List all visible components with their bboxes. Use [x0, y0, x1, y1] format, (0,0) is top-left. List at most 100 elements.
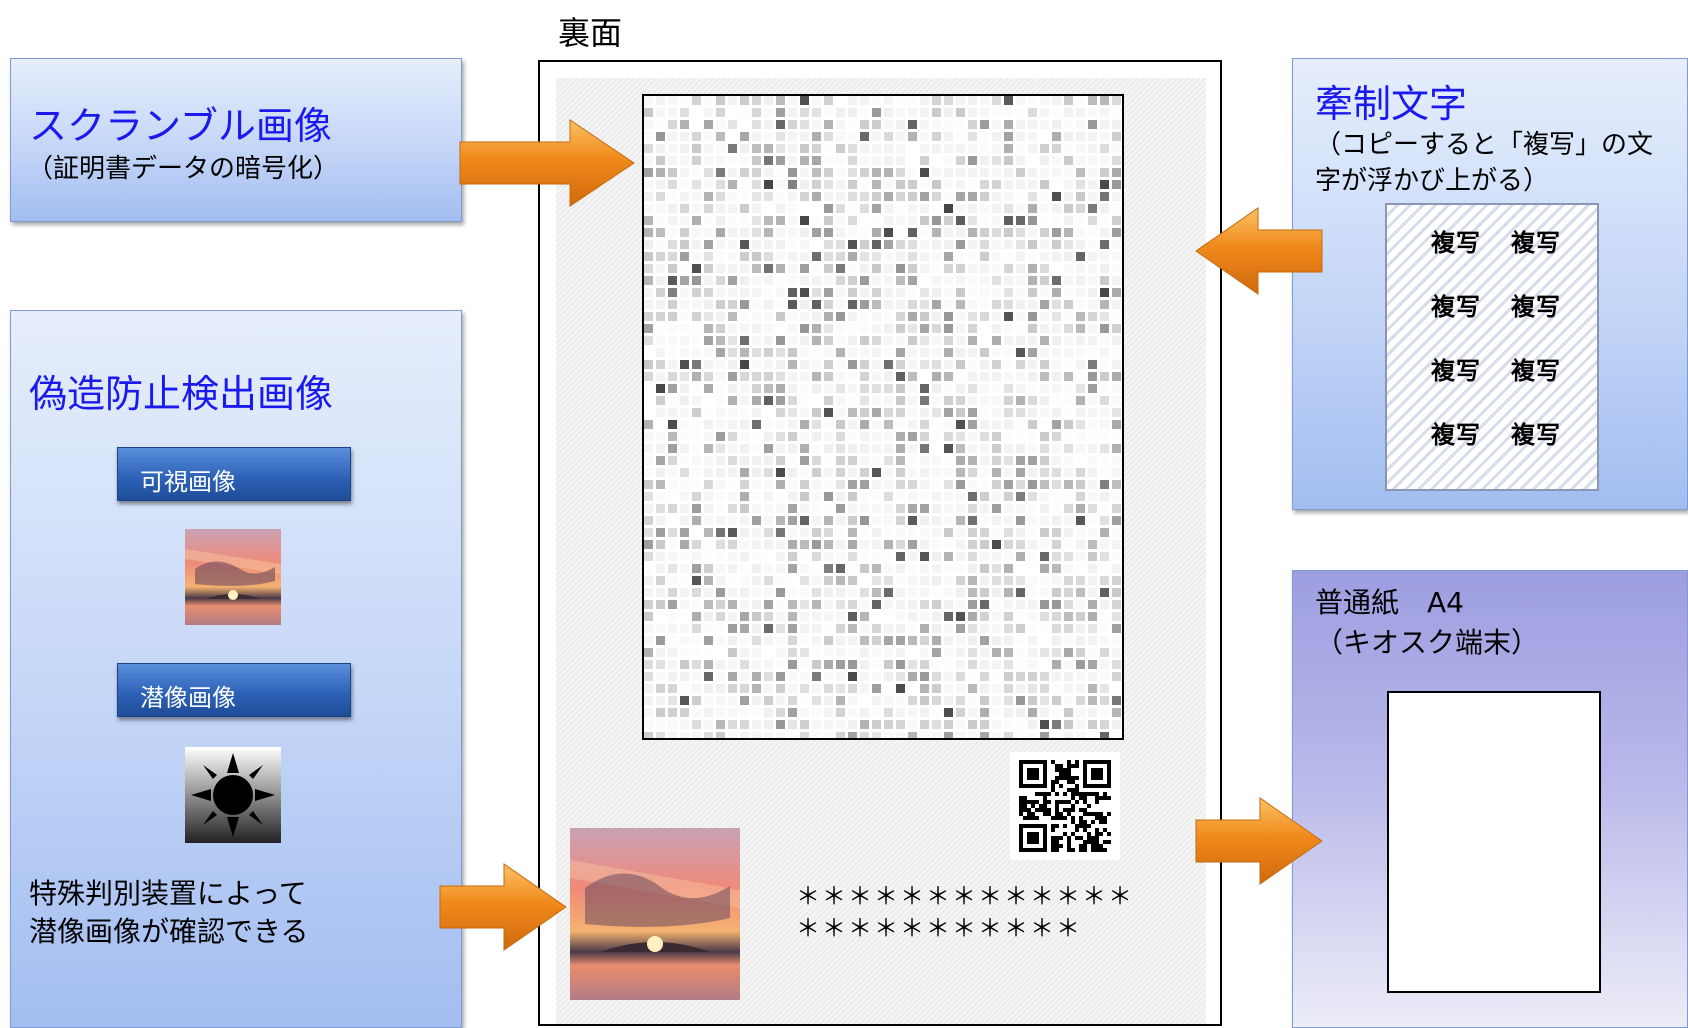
mosaic-cell [1088, 540, 1097, 549]
mosaic-cell [1112, 204, 1121, 213]
mosaic-cell [1064, 168, 1073, 177]
mosaic-cell [1088, 108, 1097, 117]
mosaic-cell [992, 120, 1001, 129]
mosaic-cell [1004, 684, 1013, 693]
mosaic-cell [692, 444, 701, 453]
mosaic-cell [956, 396, 965, 405]
mosaic-cell [1004, 276, 1013, 285]
mosaic-cell [812, 96, 821, 105]
mosaic-cell [872, 228, 881, 237]
mosaic-cell [1088, 624, 1097, 633]
mosaic-cell [944, 528, 953, 537]
qr-module [1059, 768, 1063, 772]
mosaic-cell [776, 96, 785, 105]
mosaic-cell [932, 132, 941, 141]
mosaic-cell [992, 528, 1001, 537]
mosaic-cell [764, 216, 773, 225]
mosaic-cell [680, 252, 689, 261]
mosaic-cell [824, 180, 833, 189]
qr-module [1079, 824, 1083, 828]
mosaic-cell [1052, 732, 1061, 738]
mosaic-cell [1040, 408, 1049, 417]
mosaic-cell [968, 576, 977, 585]
mosaic-cell [1100, 204, 1109, 213]
mosaic-cell [1016, 132, 1025, 141]
mosaic-cell [1004, 300, 1013, 309]
mosaic-cell [668, 612, 677, 621]
mosaic-cell [1076, 588, 1085, 597]
mosaic-cell [1016, 552, 1025, 561]
mosaic-cell [812, 732, 821, 738]
mosaic-cell [752, 108, 761, 117]
mosaic-cell [728, 96, 737, 105]
mosaic-cell [740, 96, 749, 105]
mosaic-cell [1004, 240, 1013, 249]
mosaic-cell [644, 708, 653, 717]
mosaic-cell [1052, 192, 1061, 201]
mosaic-cell [680, 444, 689, 453]
mosaic-cell [1016, 300, 1025, 309]
mosaic-cell [896, 120, 905, 129]
mosaic-cell [692, 720, 701, 729]
qr-module [1099, 796, 1103, 800]
mosaic-cell [884, 732, 893, 738]
mosaic-cell [704, 336, 713, 345]
mosaic-cell [824, 696, 833, 705]
mosaic-cell [692, 324, 701, 333]
mosaic-cell [908, 612, 917, 621]
mosaic-cell [1064, 444, 1073, 453]
mosaic-cell [1112, 240, 1121, 249]
mosaic-cell [908, 372, 917, 381]
mosaic-cell [776, 636, 785, 645]
mosaic-cell [1112, 180, 1121, 189]
mosaic-cell [656, 624, 665, 633]
mosaic-cell [1112, 480, 1121, 489]
mosaic-cell [812, 300, 821, 309]
mosaic-cell [1040, 420, 1049, 429]
mosaic-cell [1052, 588, 1061, 597]
mosaic-cell [1052, 252, 1061, 261]
mosaic-cell [836, 288, 845, 297]
mosaic-cell [764, 180, 773, 189]
mosaic-cell [1016, 528, 1025, 537]
mosaic-cell [1088, 600, 1097, 609]
mosaic-cell [776, 720, 785, 729]
mosaic-cell [836, 624, 845, 633]
mosaic-cell [872, 384, 881, 393]
mosaic-cell [944, 204, 953, 213]
mosaic-cell [1088, 324, 1097, 333]
mosaic-cell [932, 192, 941, 201]
mosaic-cell [644, 204, 653, 213]
mosaic-cell [668, 204, 677, 213]
mosaic-cell [692, 456, 701, 465]
mosaic-cell [704, 264, 713, 273]
mosaic-cell [836, 396, 845, 405]
mosaic-cell [656, 300, 665, 309]
mosaic-cell [1088, 132, 1097, 141]
qr-module [1099, 816, 1103, 820]
qr-module [1083, 824, 1087, 828]
mosaic-cell [932, 372, 941, 381]
mosaic-cell [812, 516, 821, 525]
mosaic-cell [692, 348, 701, 357]
mosaic-cell [1052, 168, 1061, 177]
mosaic-cell [1076, 360, 1085, 369]
mosaic-cell [644, 384, 653, 393]
mosaic-cell [1088, 528, 1097, 537]
mosaic-cell [1040, 300, 1049, 309]
mosaic-cell [728, 504, 737, 513]
mosaic-cell [812, 552, 821, 561]
mosaic-cell [644, 240, 653, 249]
mosaic-cell [1016, 468, 1025, 477]
mosaic-cell [956, 228, 965, 237]
mosaic-cell [1064, 708, 1073, 717]
mosaic-cell [728, 660, 737, 669]
qr-module [1087, 792, 1091, 796]
mosaic-cell [800, 180, 809, 189]
mosaic-cell [668, 324, 677, 333]
mosaic-cell [656, 420, 665, 429]
mosaic-cell [644, 156, 653, 165]
mosaic-cell [680, 228, 689, 237]
mosaic-cell [1016, 372, 1025, 381]
mosaic-cell [680, 468, 689, 477]
